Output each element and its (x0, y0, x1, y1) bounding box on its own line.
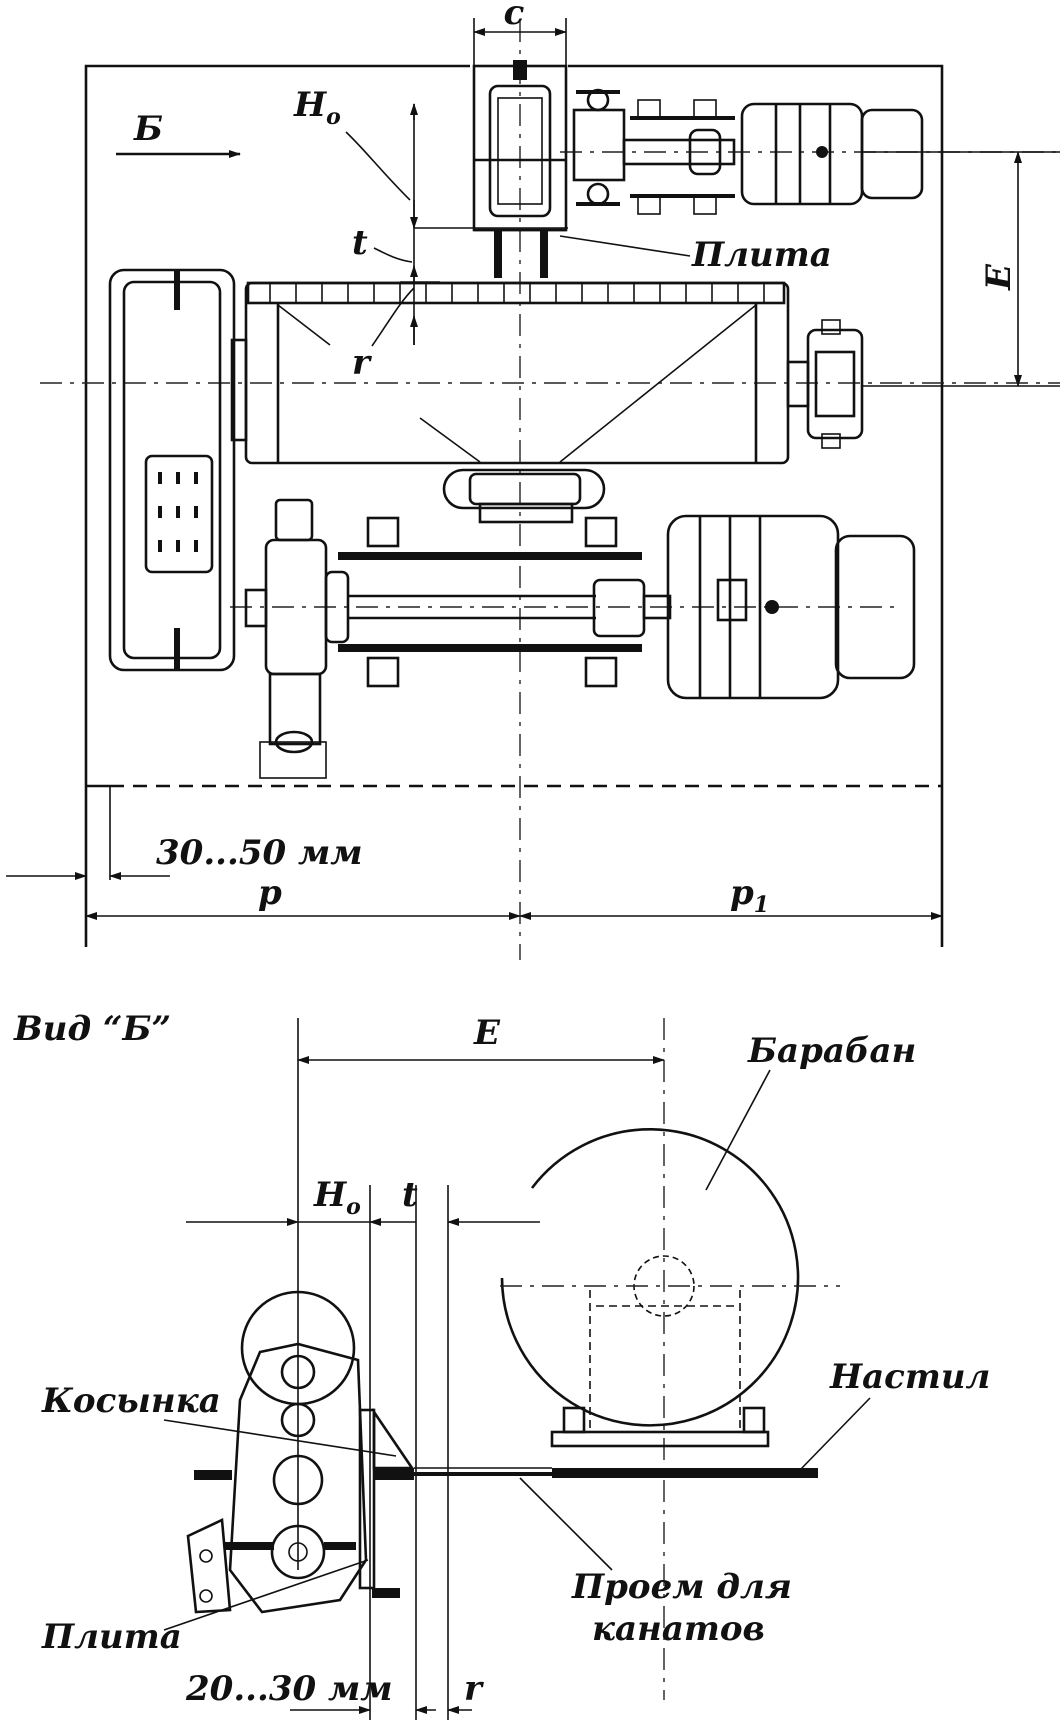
dim-Ho-label-side: Ho (313, 1175, 361, 1220)
deck-label: Настил (829, 1357, 990, 1397)
dim-p-label: p (258, 873, 282, 913)
gusset-label: Косынка (41, 1381, 221, 1421)
opening-label-line2: канатов (592, 1609, 765, 1649)
lower-drive (244, 498, 672, 779)
view-arrow-label: Б (133, 109, 163, 149)
dim-gap-label-side: 20...30 мм (185, 1669, 393, 1709)
dim-gap-label-top: 30...50 мм (156, 833, 363, 873)
drum-pulley (442, 468, 606, 524)
dim-r-label: r (352, 343, 372, 383)
side-view-title: Вид “Б” (13, 1009, 171, 1049)
opening-label-line1: Проем для (571, 1567, 792, 1607)
drum-side (500, 1128, 840, 1478)
drum-plan (244, 281, 790, 465)
dim-c-label: c (504, 0, 525, 33)
top-gearbox (472, 60, 568, 278)
dim-Ho-label: Ho (293, 85, 341, 130)
dim-t-label-side: t (402, 1175, 418, 1215)
side-view: Вид “Б” E Ho t Барабан (13, 1009, 990, 1720)
dim-E-label-top: E (979, 263, 1019, 291)
drum-right-bearing (786, 319, 864, 449)
plate-label-top: Плита (691, 235, 832, 275)
dim-t-label: t (352, 223, 368, 263)
top-motor (740, 102, 924, 206)
plan-view: c Б (6, 0, 1060, 960)
dim-p1-label: p1 (730, 873, 769, 918)
drum-label: Барабан (747, 1031, 916, 1071)
dim-r-label-side: r (464, 1669, 484, 1709)
plate-label-side: Плита (41, 1617, 182, 1657)
lower-motor (666, 514, 916, 700)
reducer-side (186, 1290, 552, 1614)
left-reducer-plan (108, 268, 248, 672)
platform-outline (84, 64, 944, 947)
top-brake (572, 88, 736, 215)
dim-E-label-side: E (473, 1013, 501, 1053)
